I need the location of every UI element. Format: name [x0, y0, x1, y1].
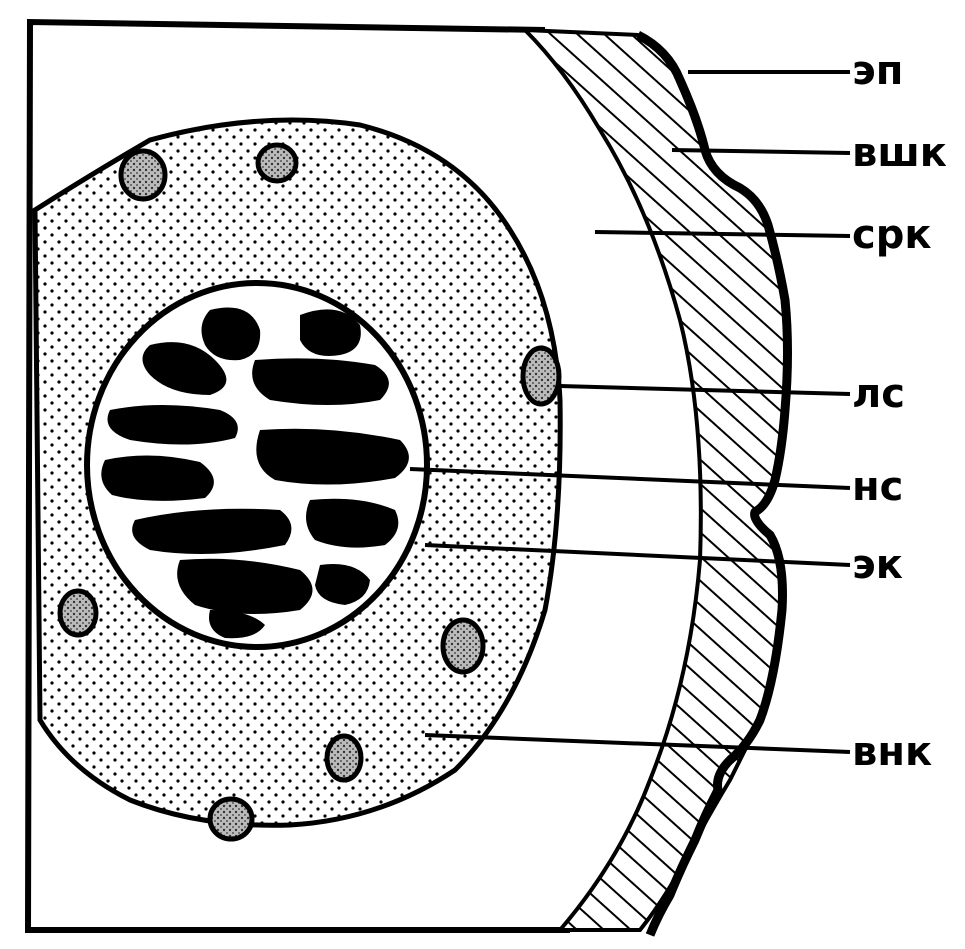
chromatin-blob	[252, 358, 389, 405]
organelle	[60, 591, 96, 635]
label-ep: эп	[852, 51, 903, 91]
chromatin-blob	[306, 499, 398, 548]
label-ns: нс	[852, 467, 903, 507]
organelle	[327, 736, 361, 780]
chromatin-blob	[108, 405, 238, 445]
organelle	[258, 145, 296, 181]
organelle	[523, 348, 559, 404]
organelle	[443, 620, 483, 672]
organelle	[210, 799, 252, 839]
leader-line-vnk	[425, 735, 850, 752]
label-vshk: вшк	[852, 133, 947, 173]
leader-line-srk	[595, 232, 850, 236]
label-vnk: внк	[852, 732, 932, 772]
label-srk: срк	[852, 215, 932, 255]
label-ls: лс	[852, 374, 905, 414]
organelle	[121, 151, 165, 199]
chromatin-blob	[101, 455, 214, 500]
label-ek: эк	[852, 545, 903, 585]
